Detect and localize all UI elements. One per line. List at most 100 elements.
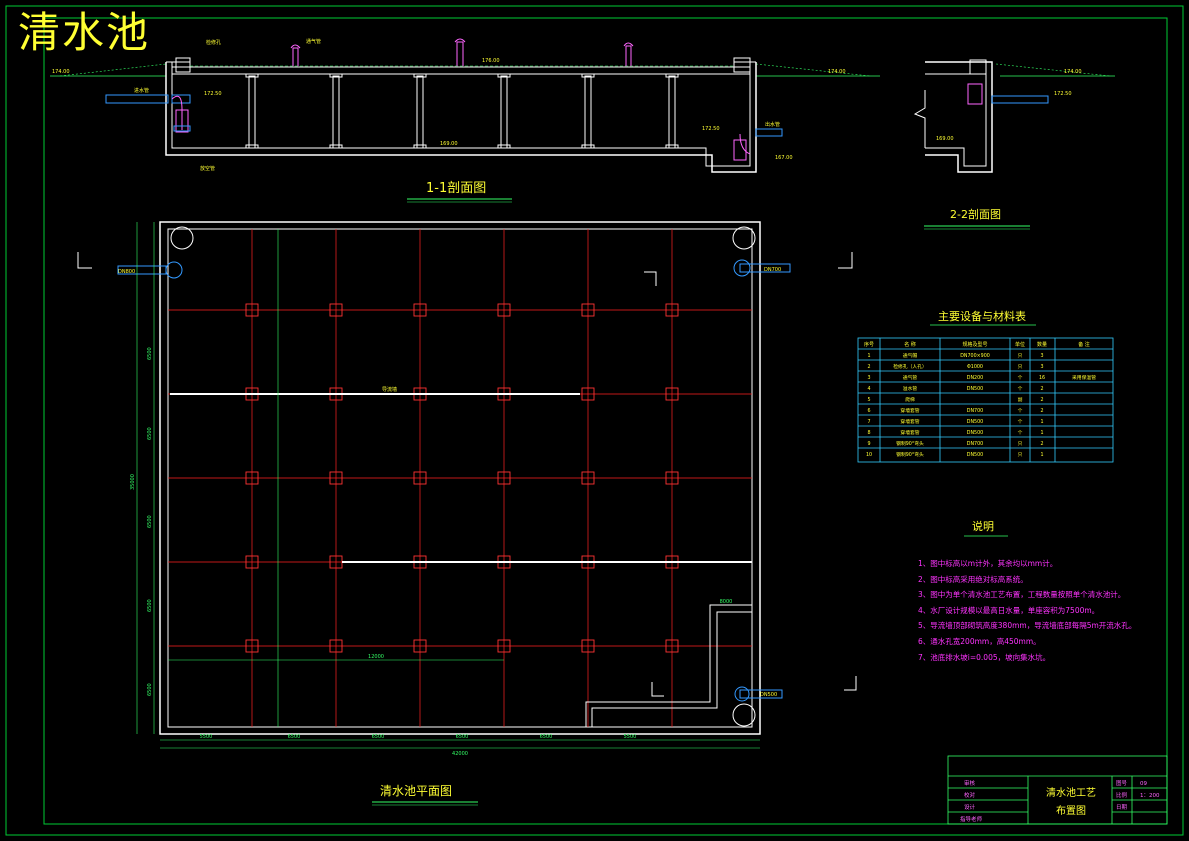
bottom-elev: 169.00	[440, 141, 458, 147]
dim-left-1: 6500	[147, 347, 153, 360]
plan-title: 清水池平面图	[380, 784, 452, 798]
svg-text:DN500: DN500	[967, 430, 983, 436]
svg-text:DN500: DN500	[967, 452, 983, 458]
tb-drawing-name-1: 清水池工艺	[1046, 786, 1096, 799]
inner-frame	[43, 17, 1168, 825]
tb-value-0: 09	[1140, 781, 1147, 787]
ground-elev-right: 174.00	[828, 69, 846, 75]
svg-text:溢水管: 溢水管	[903, 385, 918, 392]
svg-text:只: 只	[1018, 452, 1023, 458]
dim-12000: 12000	[368, 654, 384, 660]
label-vent: 通气管	[306, 38, 321, 45]
tb-meta-1: 比例	[1116, 791, 1128, 799]
top-elev: 176.00	[482, 58, 500, 64]
note-6: 6、通水孔宽200mm，高450mm。	[918, 636, 1041, 646]
section-2-2: 174.00 172.50 169.00 2-2剖面图	[913, 59, 1115, 230]
svg-text:1: 1	[867, 353, 870, 359]
notes-title: 说明	[972, 519, 994, 533]
svg-text:只: 只	[1018, 364, 1023, 370]
svg-text:Φ1000: Φ1000	[967, 364, 983, 370]
svg-text:16: 16	[1039, 375, 1045, 381]
sump-elev: 167.00	[775, 155, 793, 161]
label-drain: 放空管	[200, 165, 215, 172]
svg-text:5: 5	[867, 397, 870, 403]
svg-text:7: 7	[867, 419, 870, 425]
svg-text:4: 4	[867, 386, 870, 392]
plan-view: 导流墙 DN800 DN700 DN500	[77, 221, 857, 806]
dim-bottom-2: 6500	[288, 734, 301, 740]
drawing-title: 清水池	[18, 8, 151, 57]
dim-8000: 8000	[720, 599, 733, 605]
pipe-elev-2: 172.50	[1054, 91, 1072, 97]
svg-text:个: 个	[1018, 408, 1023, 414]
svg-text:只: 只	[1018, 441, 1023, 447]
dim-left-5: 6500	[147, 683, 153, 696]
svg-text:10: 10	[866, 452, 872, 458]
svg-text:2: 2	[1040, 441, 1043, 447]
svg-text:1: 1	[1040, 430, 1043, 436]
svg-text:2: 2	[1040, 386, 1043, 392]
svg-text:穿墙套管: 穿墙套管	[900, 418, 919, 425]
tb-label-0: 审核	[964, 779, 976, 787]
svg-text:3: 3	[1040, 364, 1043, 370]
svg-text:钢制90°弯头: 钢制90°弯头	[896, 451, 924, 458]
th-2: 规格及型号	[962, 341, 987, 348]
dim-left-4: 6500	[147, 599, 153, 612]
ground-elev-left: 174.00	[52, 69, 70, 75]
tb-label-3: 指导老师	[960, 815, 983, 823]
svg-text:DN700: DN700	[967, 408, 983, 414]
note-2: 2、图中标高采用绝对标高系统。	[918, 574, 1028, 584]
dim-bottom-4: 6500	[456, 734, 469, 740]
tb-meta-2: 日期	[1116, 804, 1128, 811]
svg-text:个: 个	[1018, 386, 1023, 392]
svg-text:个: 个	[1018, 419, 1023, 425]
svg-text:DN700×900: DN700×900	[960, 353, 990, 359]
svg-text:1: 1	[1040, 419, 1043, 425]
label-inlet: 进水管	[134, 87, 149, 94]
note-5: 5、导流墙顶部砌筑高度380mm，导流墙底部每隔5m开流水孔。	[918, 621, 1137, 631]
outer-frame	[5, 5, 1184, 836]
dim-total: 42000	[452, 751, 468, 757]
dim-bottom-1: 5500	[200, 734, 213, 740]
tb-meta-0: 图号	[1116, 779, 1128, 787]
svg-text:穿墙套管: 穿墙套管	[900, 429, 919, 436]
pipe-elev-right: 172.50	[702, 126, 720, 132]
tb-value-1: 1：200	[1140, 793, 1160, 799]
bottom-elev-2: 169.00	[936, 136, 954, 142]
ground-elev-2: 174.00	[1064, 69, 1082, 75]
pipe-label-left: DN800	[118, 269, 135, 275]
svg-text:9: 9	[867, 441, 870, 447]
svg-text:通气帽: 通气帽	[903, 352, 918, 359]
svg-text:爬梯: 爬梯	[905, 396, 915, 403]
tb-drawing-name-2: 布置图	[1056, 805, 1086, 817]
th-5: 备 注	[1078, 341, 1090, 348]
th-4: 数量	[1037, 341, 1047, 348]
note-1: 1、图中标高以m计外，其余均以mm计。	[918, 559, 1058, 568]
wall-label: 导流墙	[382, 386, 397, 393]
svg-text:DN500: DN500	[967, 386, 983, 392]
th-3: 单位	[1015, 341, 1025, 348]
svg-text:个: 个	[1018, 375, 1023, 381]
section-1-1: 174.00 174.00 176.00 169.00 167.00 172.5…	[50, 38, 880, 203]
title-block: 审核 校对 设计 指导老师 清水池工艺 布置图 图号 比例 日期 09 1：20…	[947, 755, 1168, 825]
svg-text:6: 6	[867, 408, 870, 414]
dim-bottom-5: 6500	[540, 734, 553, 740]
svg-text:1: 1	[1040, 452, 1043, 458]
note-7: 7、池底排水坡i=0.005，坡向集水坑。	[918, 652, 1051, 662]
section-1-title: 1-1剖面图	[426, 181, 486, 196]
svg-text:采用保温管: 采用保温管	[1072, 374, 1096, 381]
svg-text:检修孔（人孔）: 检修孔（人孔）	[893, 363, 927, 370]
dim-bottom-3: 6500	[372, 734, 385, 740]
dim-left-3: 6500	[147, 515, 153, 528]
svg-text:2: 2	[1040, 408, 1043, 414]
table-title: 主要设备与材料表	[938, 309, 1026, 323]
svg-text:8: 8	[867, 430, 870, 436]
svg-text:钢制90°弯头: 钢制90°弯头	[896, 440, 924, 447]
svg-text:DN700: DN700	[967, 441, 983, 447]
svg-text:只: 只	[1018, 353, 1023, 359]
label-outlet: 出水管	[765, 121, 780, 128]
th-0: 序号	[864, 341, 874, 348]
dim-left-2: 6500	[147, 427, 153, 440]
note-3: 3、图中为单个清水池工艺布置，工程数量按照单个清水池计。	[918, 590, 1126, 600]
